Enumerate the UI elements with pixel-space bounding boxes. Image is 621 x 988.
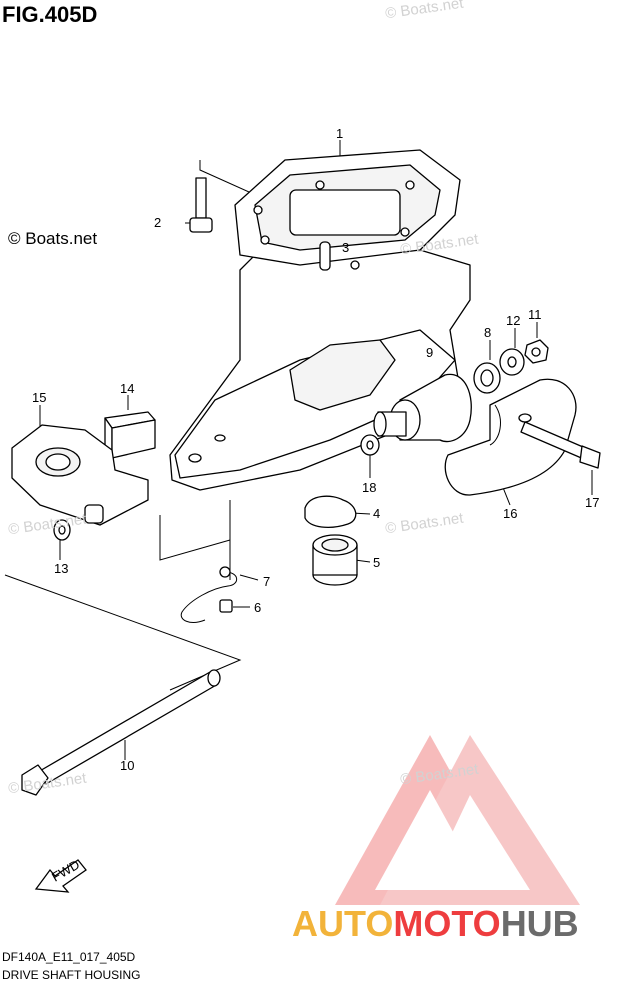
automotohub-logo-icon	[335, 735, 580, 905]
rubber-block-part-14	[104, 411, 156, 459]
automotohub-brand: AUTOMOTOHUB	[292, 903, 579, 945]
bolt-part-2	[189, 177, 213, 233]
callout-8: 8	[484, 325, 491, 340]
fwd-arrow-icon: FWD	[34, 857, 87, 893]
washer-part-13	[53, 519, 71, 541]
callout-18: 18	[362, 480, 376, 495]
callout-11: 11	[528, 307, 542, 322]
brand-hub: HUB	[500, 903, 579, 944]
washer-part-18	[360, 434, 380, 456]
callout-4: 4	[373, 506, 380, 521]
washer-part-8	[473, 362, 501, 394]
washer-part-12	[499, 348, 525, 376]
figure-caption: DRIVE SHAFT HOUSING	[2, 968, 141, 982]
brand-auto: AUTO	[292, 903, 394, 944]
dowel-pin-part-3	[319, 241, 331, 271]
nut-part-11	[524, 339, 549, 364]
callout-7: 7	[263, 574, 270, 589]
callout-9: 9	[426, 345, 433, 360]
callout-13: 13	[54, 561, 68, 576]
mount-cover-part-16	[444, 378, 577, 496]
brand-moto: MOTO	[393, 903, 501, 944]
callout-12: 12	[506, 313, 520, 328]
copyright-notice: © Boats.net	[8, 229, 98, 248]
callout-16: 16	[503, 506, 517, 521]
figure-title: FIG.405D	[2, 2, 98, 27]
long-bolt-part-10	[21, 669, 221, 796]
bolt-part-17	[520, 421, 601, 469]
gasket-part-4	[304, 495, 357, 529]
callout-17: 17	[585, 495, 599, 510]
callout-2: 2	[154, 215, 161, 230]
callout-15: 15	[32, 390, 46, 405]
figure-code: DF140A_E11_017_405D	[2, 950, 136, 964]
bolt-part-6	[219, 599, 233, 613]
mount-bracket-part-15	[11, 424, 149, 526]
callout-10: 10	[120, 758, 134, 773]
callout-14: 14	[120, 381, 134, 396]
bearing-part-5	[312, 534, 358, 586]
callout-3: 3	[342, 240, 349, 255]
clip-part-7	[180, 566, 238, 623]
callout-5: 5	[373, 555, 380, 570]
callout-1: 1	[336, 126, 343, 141]
callout-numbers: 1 2 3 4 5 6 7 8 9 10 11 12 13 14 15 16 1…	[32, 126, 599, 773]
callout-6: 6	[254, 600, 261, 615]
mount-rubber-part-9	[373, 373, 472, 443]
